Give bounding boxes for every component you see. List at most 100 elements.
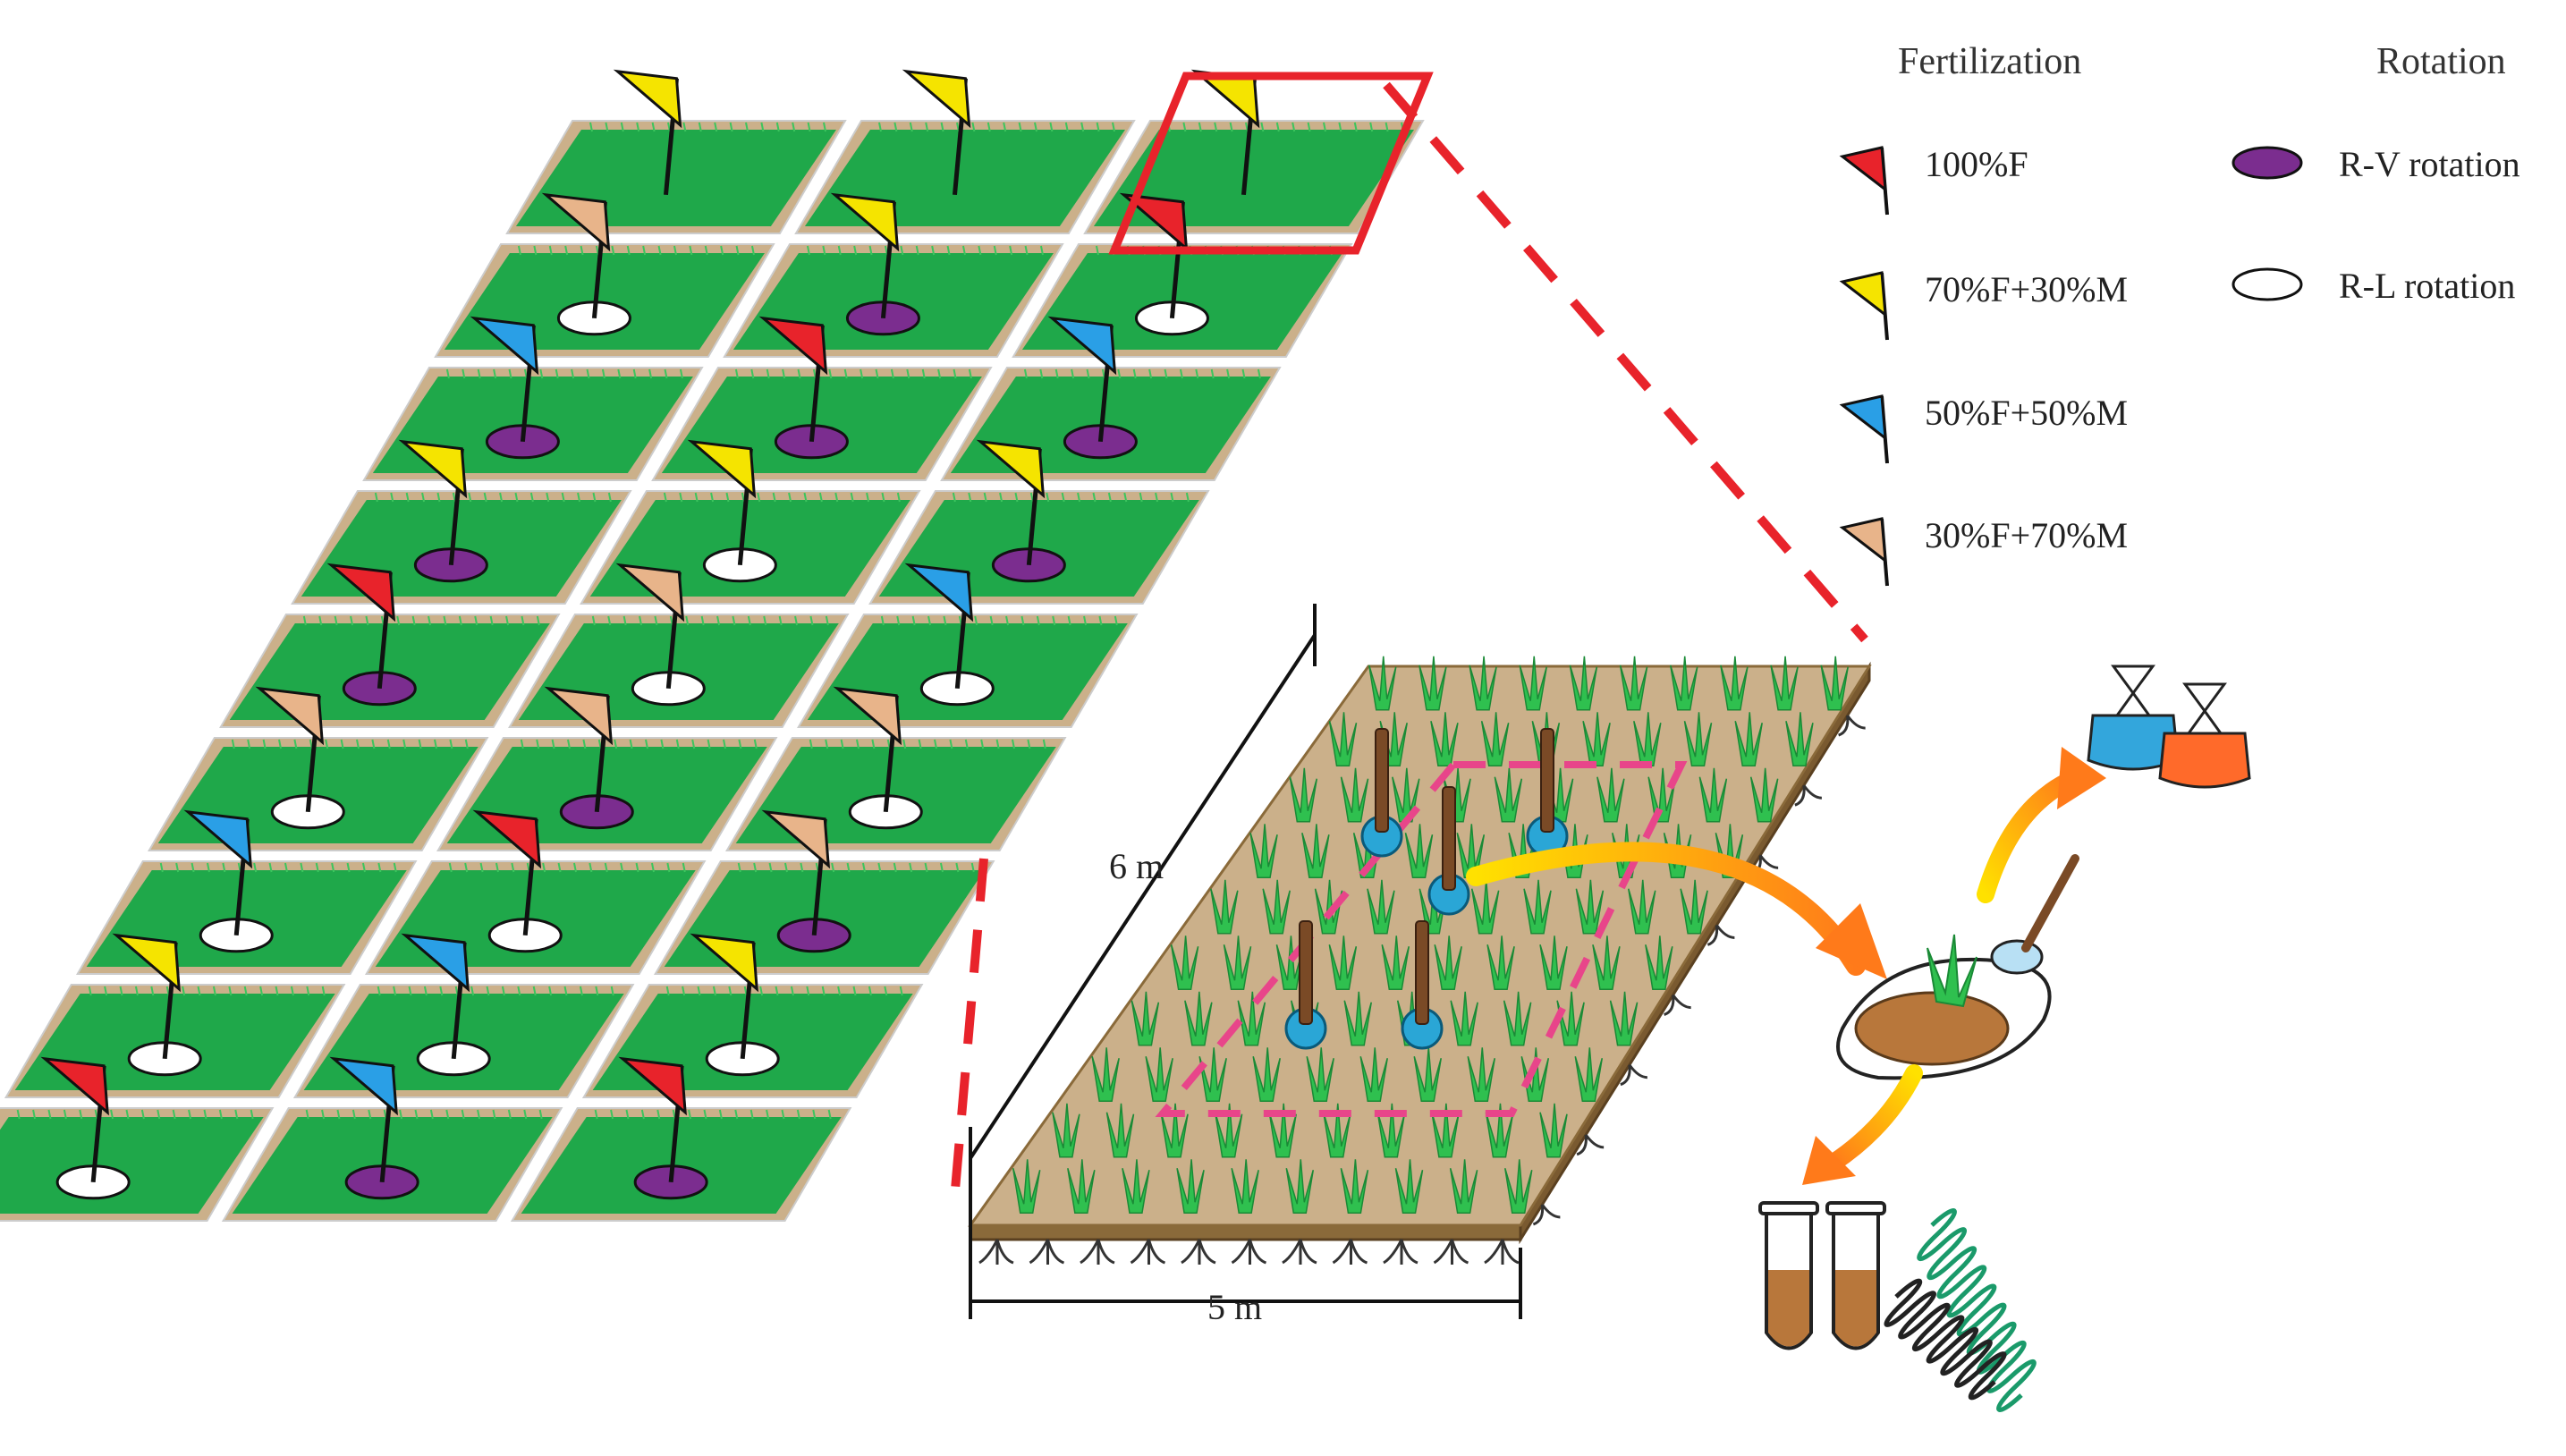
root	[1282, 1239, 1317, 1265]
rice-leaves	[1431, 1103, 1460, 1158]
rice-plant	[1210, 879, 1239, 935]
grass-blade	[350, 615, 354, 626]
grass-blade	[999, 492, 1004, 503]
rice-leaves	[1720, 656, 1749, 711]
rice-leaves	[1820, 656, 1849, 711]
rice-plant	[1633, 712, 1662, 766]
grass-blade	[850, 492, 854, 503]
zoom-line-top	[1383, 81, 1868, 643]
tray-scoop	[1990, 939, 2044, 975]
grass-blade	[846, 862, 851, 873]
grass-blade	[840, 739, 844, 749]
legend-label-50f50m: 50%F+50%M	[1925, 393, 2129, 433]
grass-blade	[868, 245, 873, 256]
grass-blade	[159, 862, 164, 873]
grass-blade	[648, 368, 653, 379]
grass-blade	[1275, 122, 1280, 132]
grass-blade	[964, 739, 969, 749]
grass-blade	[1241, 368, 1246, 379]
grass-blade	[818, 492, 823, 503]
grass-blade	[243, 986, 248, 996]
grass-blade	[877, 862, 882, 873]
arrow-head	[1802, 1136, 1856, 1185]
grass-blade	[1014, 492, 1019, 503]
grass-blade	[625, 1109, 630, 1120]
grass-blade	[691, 739, 696, 749]
grass-blade	[946, 245, 951, 256]
grass-blade	[172, 1109, 176, 1120]
grass-blade	[1020, 615, 1025, 626]
grass-blade	[902, 739, 907, 749]
grass-blade	[336, 1109, 341, 1120]
grass-blade	[834, 492, 839, 503]
rice-leaves	[1575, 879, 1605, 935]
rice-plant	[1367, 879, 1395, 935]
grass-blade	[567, 739, 571, 749]
grass-blade	[418, 739, 422, 749]
rice-plant	[1252, 1047, 1281, 1102]
grass-blade	[636, 122, 640, 132]
rice-leaves	[1469, 656, 1497, 711]
rice-leaves	[1785, 712, 1814, 766]
grass-blade	[620, 122, 624, 132]
grass-blade	[983, 492, 987, 503]
grass-blade	[679, 368, 683, 379]
legend-flag	[1839, 394, 1887, 442]
arrow-head	[2057, 747, 2106, 809]
grass-blade	[899, 986, 903, 996]
grass-blade	[325, 739, 329, 749]
grass-blade	[601, 368, 606, 379]
root	[1181, 1239, 1216, 1265]
grass-blade	[290, 986, 294, 996]
grass-blade	[710, 492, 715, 503]
rice-plant	[1340, 767, 1369, 823]
grass-blade	[47, 1109, 52, 1120]
grass-blade	[812, 1109, 817, 1120]
grass-blade	[939, 862, 944, 873]
grass-blade	[507, 1109, 512, 1120]
grass-blade	[365, 615, 369, 626]
fertilization-flag	[618, 1056, 687, 1116]
grass-blade	[1257, 368, 1261, 379]
rice-leaves	[1145, 1047, 1173, 1102]
rice-plant	[1467, 1047, 1495, 1102]
grass-blade	[206, 862, 210, 873]
fertilization-flag	[544, 686, 614, 746]
tray-plant	[1927, 934, 1977, 1008]
rice-leaves	[1091, 1047, 1120, 1102]
grass-blade	[1024, 245, 1029, 256]
grass-blade	[987, 122, 991, 132]
grass-blade	[517, 245, 521, 256]
bag-neck	[2114, 690, 2152, 717]
rice-plant	[1184, 991, 1213, 1046]
test-tube	[1825, 1201, 1886, 1350]
grass-blade	[632, 368, 637, 379]
grass-blade	[377, 986, 381, 996]
rice-leaves	[1176, 1159, 1205, 1214]
rice-plant	[1820, 656, 1849, 711]
grass-blade	[682, 862, 686, 873]
grass-blade	[980, 739, 985, 749]
rice-plant	[1314, 879, 1343, 935]
grass-blade	[371, 739, 376, 749]
rice-leaves	[1734, 712, 1763, 766]
grass-blade	[182, 986, 186, 996]
grass-blade	[1023, 368, 1028, 379]
grass-blade	[564, 245, 569, 256]
grass-blade	[557, 862, 562, 873]
root	[1080, 1239, 1115, 1265]
grass-blade	[604, 862, 608, 873]
grass-blade	[924, 862, 928, 873]
grass-blade	[607, 492, 612, 503]
rice-leaves	[1268, 1103, 1297, 1158]
legend-label-70f30m: 70%F+30%M	[1925, 269, 2129, 309]
rice-leaves	[1404, 824, 1434, 878]
grass-blade	[1155, 492, 1159, 503]
grass-blade	[682, 122, 687, 132]
grass-blade	[1260, 122, 1265, 132]
grass-blade	[393, 986, 397, 996]
grass-blade	[228, 986, 233, 996]
grass-blade	[1170, 492, 1174, 503]
rice-plant	[1131, 991, 1160, 1046]
grass-blade	[617, 368, 622, 379]
